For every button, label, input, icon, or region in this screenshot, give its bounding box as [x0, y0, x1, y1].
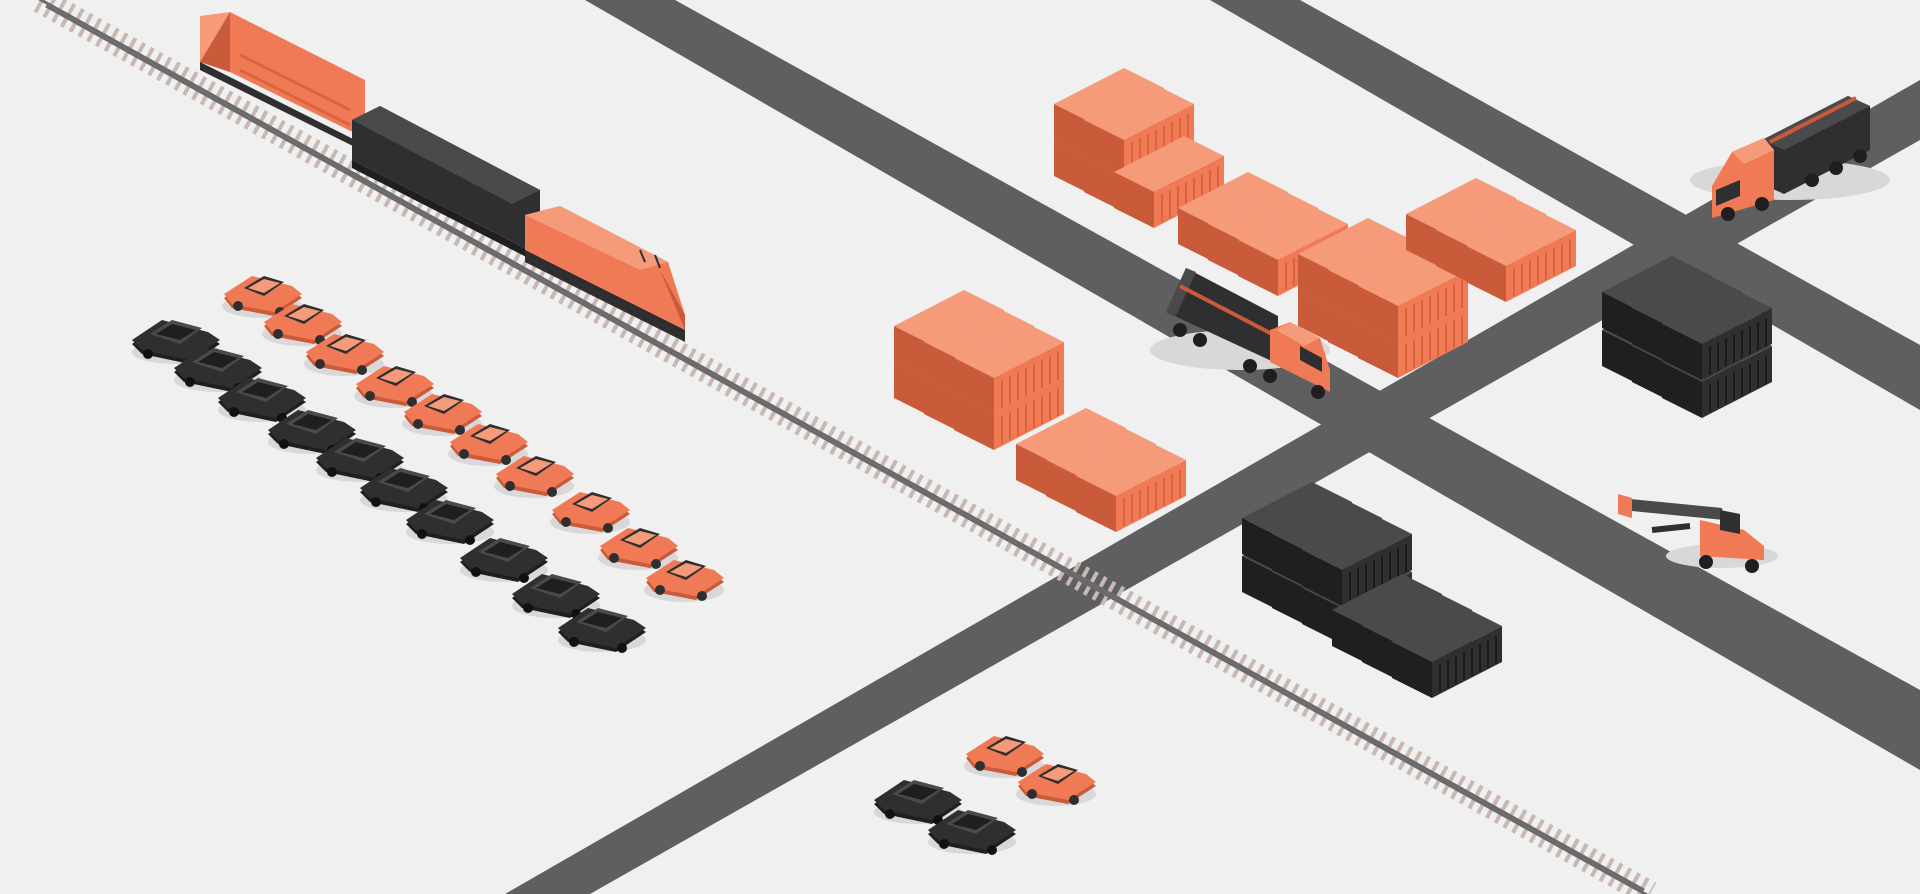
freight-car-icon — [200, 12, 365, 152]
train — [200, 12, 685, 342]
reach-stacker-icon — [1618, 494, 1778, 573]
road-cross — [505, 80, 1920, 894]
truck-icon — [1150, 268, 1330, 399]
truck-icon — [1690, 96, 1890, 221]
freight-car-icon — [352, 106, 540, 264]
road-diagonal-a — [585, 0, 1920, 770]
railway — [33, 0, 1657, 894]
locomotive-icon — [525, 206, 685, 342]
